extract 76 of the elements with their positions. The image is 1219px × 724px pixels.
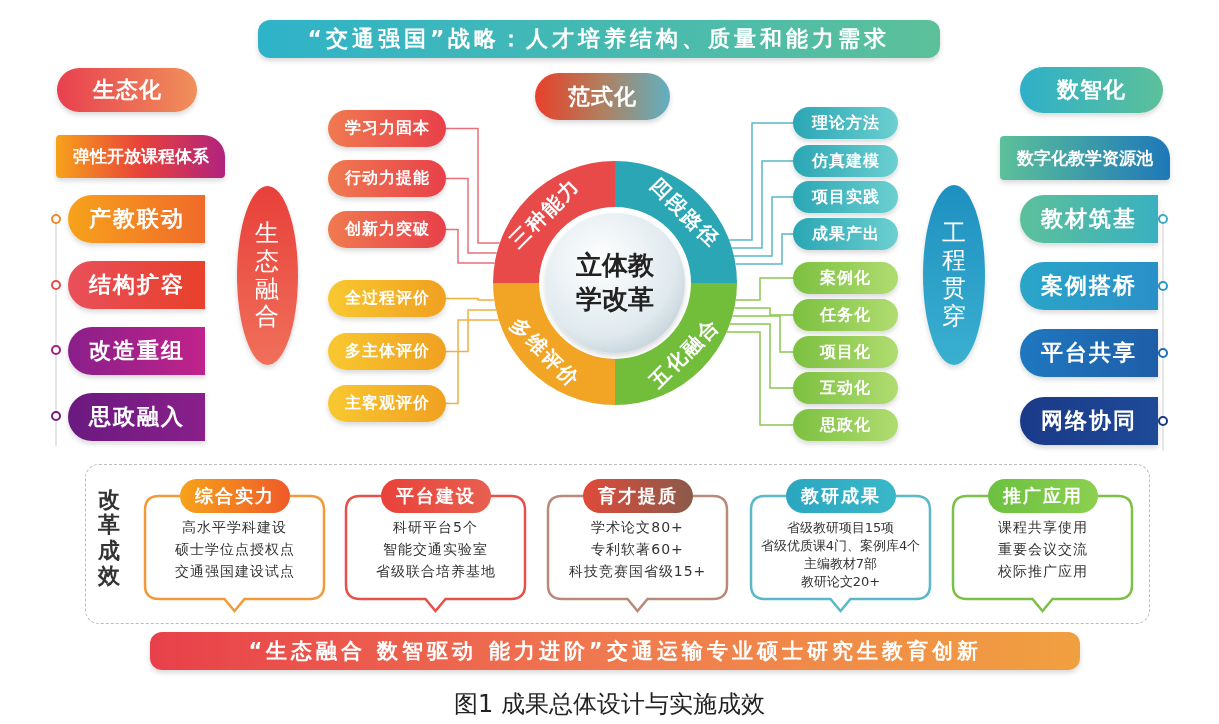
result-card <box>344 479 527 613</box>
category-pill: 数智化 <box>1020 67 1163 113</box>
small-pill: 任务化 <box>793 299 898 331</box>
small-pill: 学习力固本 <box>328 110 446 147</box>
heading-pill: 教研成果 <box>785 479 896 513</box>
card-text: 硕士学位点授权点 <box>173 541 296 559</box>
card-text: 专利软著60+ <box>590 541 685 559</box>
small-pill: 思政化 <box>793 409 898 441</box>
item-tab: 教材筑基 <box>1020 195 1158 243</box>
connector-line <box>728 122 794 241</box>
item-tab: 结构扩容 <box>68 261 205 309</box>
small-pill: 创新力突破 <box>328 211 446 248</box>
item-tab: 网络协同 <box>1020 397 1158 445</box>
card-text: 主编教材7部 <box>802 555 879 573</box>
result-card <box>546 479 729 613</box>
small-pill: 案例化 <box>793 262 898 294</box>
card-text: 课程共享使用 <box>996 519 1089 537</box>
connector-line <box>734 233 794 265</box>
card-text: 高水平学科建设 <box>181 519 288 537</box>
heading-pill: 平台建设 <box>380 479 491 513</box>
vertical-ellipse: 生态融合 <box>237 186 298 365</box>
ribbon-banner: 数字化教学资源池 <box>1000 136 1170 180</box>
banner: “生态融合 数智驱动 能力进阶”交通运输专业硕士研究生教育创新 <box>150 632 1080 670</box>
card-text: 科技竞赛国省级15+ <box>567 563 708 581</box>
card-text: 省级教研项目15项 <box>785 519 896 537</box>
connector-line <box>445 297 495 301</box>
small-pill: 理论方法 <box>793 107 898 139</box>
card-text: 智能交通实验室 <box>382 541 489 559</box>
result-card <box>143 479 326 613</box>
card-text: 省级联合培养基地 <box>374 563 497 581</box>
item-tab: 平台共享 <box>1020 329 1158 377</box>
banner: “交通强国”战略：人才培养结构、质量和能力需求 <box>258 20 940 58</box>
result-card <box>749 479 932 613</box>
small-pill: 全过程评价 <box>328 280 446 317</box>
connector-line <box>445 127 501 244</box>
ribbon-banner: 弹性开放课程体系 <box>56 135 225 178</box>
item-tab: 案例搭桥 <box>1020 262 1158 310</box>
item-tab: 改造重组 <box>68 327 205 375</box>
category-pill: 范式化 <box>535 73 670 120</box>
small-pill: 项目实践 <box>793 181 898 213</box>
dashed-panel <box>85 464 1150 624</box>
small-pill: 行动力提能 <box>328 160 446 197</box>
small-pill: 仿真建模 <box>793 145 898 177</box>
small-pill: 主客观评价 <box>328 385 446 422</box>
heading-pill: 综合实力 <box>179 479 290 513</box>
caption: 图1 成果总体设计与实施成效 <box>453 689 766 720</box>
connector-line <box>731 160 794 249</box>
panel-label: 改革成效 <box>98 487 123 589</box>
connector-line <box>445 177 498 254</box>
vertical-ellipse: 工程贯穿 <box>923 185 985 365</box>
connector-line <box>733 307 794 316</box>
card-text: 交通强国建设试点 <box>173 563 296 581</box>
small-pill: 多主体评价 <box>328 333 446 370</box>
result-card <box>951 479 1134 613</box>
card-text: 重要会议交流 <box>996 541 1089 559</box>
connector-line <box>735 277 794 301</box>
connector-line <box>445 228 496 264</box>
category-pill: 生态化 <box>57 68 197 112</box>
card-text: 学术论文80+ <box>590 519 685 537</box>
item-tab: 思政融入 <box>68 393 205 441</box>
heading-pill: 推广应用 <box>987 479 1098 513</box>
connector-line <box>729 323 794 389</box>
card-text: 科研平台5个 <box>392 519 479 537</box>
item-tab: 产教联动 <box>68 195 205 243</box>
small-pill: 项目化 <box>793 336 898 368</box>
card-text: 省级优质课4门、案例库4个 <box>759 537 922 555</box>
connector-line <box>445 309 497 353</box>
small-pill: 互动化 <box>793 372 898 404</box>
connector-line <box>733 196 794 257</box>
connector-line <box>445 319 500 405</box>
card-text: 教研论文20+ <box>799 573 882 591</box>
card-text: 校际推广应用 <box>996 563 1089 581</box>
small-pill: 成果产出 <box>793 218 898 250</box>
connector-line <box>726 331 794 426</box>
connector-line <box>731 315 794 353</box>
heading-pill: 育才提质 <box>582 479 693 513</box>
